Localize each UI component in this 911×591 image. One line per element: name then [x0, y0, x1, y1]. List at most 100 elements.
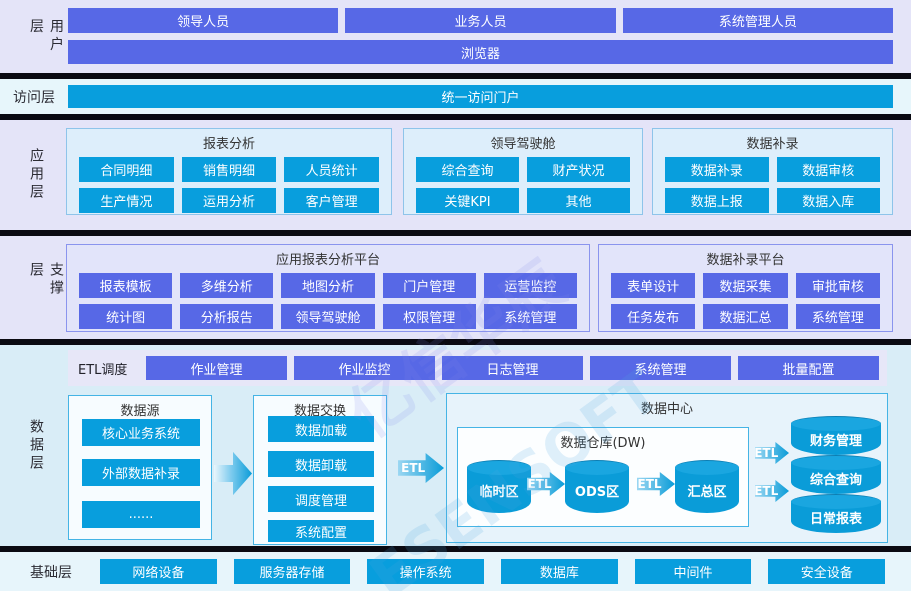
app-item-button[interactable]: 生产情况 — [79, 188, 174, 213]
role-leaders-button[interactable]: 领导人员 — [68, 8, 339, 33]
etl-arrow-icon: ETL — [398, 453, 444, 483]
group-report-analysis-title: 报表分析 — [202, 137, 255, 152]
flow-arrow-icon — [214, 451, 252, 496]
base-item-button[interactable]: 中间件 — [634, 559, 752, 584]
support-item-button[interactable]: 报表模板 — [79, 273, 173, 298]
app-item-button[interactable]: 关键KPI — [416, 188, 519, 213]
group-report-platform-grid: 报表模板 多维分析 地图分析 门户管理 运营监控 统计图 分析报告 领导驾驶舱 … — [67, 268, 589, 329]
base-item-button[interactable]: 服务器存储 — [233, 559, 351, 584]
support-item-button[interactable]: 表单设计 — [611, 273, 696, 298]
source-item-button[interactable]: ...... — [82, 501, 200, 528]
etl-scheduler-strip: ETL调度 作业管理 作业监控 日志管理 系统管理 批量配置 — [68, 350, 887, 386]
exchange-item-button[interactable]: 数据加载 — [268, 416, 374, 442]
support-item-button[interactable]: 数据采集 — [703, 273, 788, 298]
etl-item-button[interactable]: 批量配置 — [738, 356, 879, 380]
app-item-button[interactable]: 数据上报 — [665, 188, 769, 213]
data-source-box: 数据源 核心业务系统 外部数据补录 ...... — [68, 395, 212, 540]
etl-item-button[interactable]: 作业监控 — [294, 356, 435, 380]
group-report-analysis: 报表分析 合同明细 销售明细 人员统计 生产情况 运用分析 客户管理 — [66, 128, 392, 215]
user-roles-row: 领导人员 业务人员 系统管理人员 — [68, 8, 893, 33]
etl-arrow-label: ETL — [527, 477, 552, 491]
group-cockpit-title: 领导驾驶舱 — [490, 137, 556, 152]
etl-arrow-label: ETL — [401, 461, 426, 475]
unified-portal-bar[interactable]: 统一访问门户 — [68, 85, 893, 108]
support-item-button[interactable]: 系统管理 — [483, 304, 577, 329]
base-item-button[interactable]: 安全设备 — [768, 559, 886, 584]
app-item-button[interactable]: 销售明细 — [181, 157, 277, 182]
layer-support: 应用支撑层 应用报表分析平台 报表模板 多维分析 地图分析 门户管理 运营监控 … — [0, 236, 911, 339]
layer-user: 用户层 领导人员 业务人员 系统管理人员 浏览器 — [0, 0, 911, 73]
support-item-button[interactable]: 分析报告 — [180, 304, 274, 329]
layer-user-label: 用户层 — [28, 18, 64, 55]
data-center-title: 数据中心 — [640, 402, 693, 417]
support-item-button[interactable]: 系统管理 — [795, 304, 880, 329]
etl-item-button[interactable]: 系统管理 — [590, 356, 731, 380]
app-item-button[interactable]: 数据审核 — [776, 157, 880, 182]
base-item-button[interactable]: 网络设备 — [100, 559, 217, 584]
mart-cylinder: 财务管理 — [791, 416, 881, 455]
group-report-platform: 应用报表分析平台 报表模板 多维分析 地图分析 门户管理 运营监控 统计图 分析… — [66, 244, 590, 332]
exchange-item-button[interactable]: 系统配置 — [268, 520, 374, 542]
app-item-button[interactable]: 数据入库 — [776, 188, 880, 213]
dw-stage-cylinder: 临时区 — [467, 460, 531, 513]
etl-item-button[interactable]: 作业管理 — [146, 356, 287, 380]
role-sysadmin-button[interactable]: 系统管理人员 — [622, 8, 893, 33]
data-center-box: 数据中心 数据仓库(DW) 临时区 ETL ODS区 ETL 汇总区 ETL — [446, 393, 888, 543]
data-warehouse-box: 数据仓库(DW) 临时区 ETL ODS区 ETL 汇总区 — [457, 427, 749, 527]
layer-base-label: 基础层 — [30, 564, 72, 581]
mart-label: 日常报表 — [809, 511, 862, 527]
support-item-button[interactable]: 门户管理 — [382, 273, 476, 298]
app-item-button[interactable]: 财产状况 — [527, 157, 630, 182]
app-item-button[interactable]: 其他 — [527, 188, 630, 213]
mart-label: 财务管理 — [809, 433, 862, 449]
support-item-button[interactable]: 权限管理 — [382, 304, 476, 329]
app-item-button[interactable]: 综合查询 — [416, 157, 519, 182]
support-item-button[interactable]: 领导驾驶舱 — [281, 304, 375, 329]
base-item-button[interactable]: 数据库 — [501, 559, 618, 584]
layer-access: 访问层 统一访问门户 — [0, 79, 911, 114]
browser-bar[interactable]: 浏览器 — [68, 40, 893, 64]
layer-app-label: 应用层 — [28, 148, 44, 202]
exchange-item-button[interactable]: 数据卸载 — [268, 451, 374, 477]
exchange-item-button[interactable]: 调度管理 — [268, 486, 374, 512]
support-item-button[interactable]: 运营监控 — [483, 273, 577, 298]
group-data-supplement-grid: 数据补录 数据审核 数据上报 数据入库 — [653, 152, 892, 213]
support-item-button[interactable]: 多维分析 — [180, 273, 274, 298]
etl-arrow-shape — [755, 480, 789, 502]
dw-stage-label: 汇总区 — [687, 484, 727, 500]
support-item-button[interactable]: 统计图 — [79, 304, 173, 329]
mart-cylinder: 综合查询 — [791, 455, 881, 494]
support-item-button[interactable]: 审批审核 — [795, 273, 880, 298]
group-cockpit-grid: 综合查询 财产状况 关键KPI 其他 — [404, 152, 642, 213]
source-item-button[interactable]: 外部数据补录 — [82, 459, 200, 486]
etl-arrow-icon: ETL — [637, 472, 675, 496]
data-source-title: 数据源 — [120, 404, 160, 419]
mart-cylinder: 日常报表 — [791, 494, 881, 533]
app-item-button[interactable]: 运用分析 — [181, 188, 277, 213]
support-item-button[interactable]: 任务发布 — [611, 304, 696, 329]
app-item-button[interactable]: 人员统计 — [284, 157, 379, 182]
etl-item-button[interactable]: 日志管理 — [442, 356, 583, 380]
dw-stage-cylinder: ODS区 — [565, 460, 629, 513]
source-item-button[interactable]: 核心业务系统 — [82, 419, 200, 446]
group-data-supplement-title: 数据补录 — [746, 137, 799, 152]
group-report-platform-title: 应用报表分析平台 — [275, 253, 380, 268]
app-item-button[interactable]: 客户管理 — [284, 188, 379, 213]
group-supplement-platform-grid: 表单设计 数据采集 审批审核 任务发布 数据汇总 系统管理 — [599, 268, 892, 329]
etl-arrow-icon: ETL — [527, 472, 565, 496]
dw-stage-label: ODS区 — [574, 484, 620, 500]
layer-data-label: 数据层 — [28, 418, 44, 473]
app-item-button[interactable]: 数据补录 — [665, 157, 769, 182]
etl-arrow-label: ETL — [754, 484, 779, 498]
support-item-button[interactable]: 地图分析 — [281, 273, 375, 298]
support-item-button[interactable]: 数据汇总 — [703, 304, 788, 329]
layer-access-label: 访问层 — [13, 89, 55, 106]
group-cockpit: 领导驾驶舱 综合查询 财产状况 关键KPI 其他 — [403, 128, 643, 215]
role-business-button[interactable]: 业务人员 — [345, 8, 616, 33]
base-item-button[interactable]: 操作系统 — [367, 559, 485, 584]
base-buttons-row: 网络设备 服务器存储 操作系统 数据库 中间件 安全设备 — [100, 559, 886, 584]
app-item-button[interactable]: 合同明细 — [79, 157, 174, 182]
group-data-supplement: 数据补录 数据补录 数据审核 数据上报 数据入库 — [652, 128, 893, 215]
etl-scheduler-label: ETL调度 — [78, 362, 128, 378]
